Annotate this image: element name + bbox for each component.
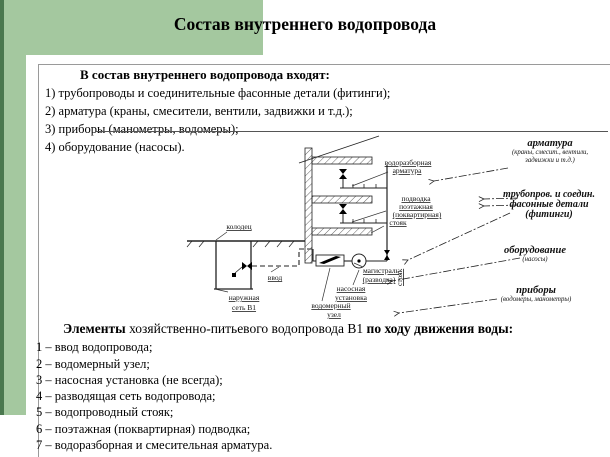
category-equipment: оборудование (насосы) [483, 245, 587, 264]
category-devices-title: приборы [516, 285, 556, 296]
category-pipes-line1: трубопров. и соедин. [503, 189, 595, 200]
category-equipment-sub: (насосы) [522, 256, 548, 263]
well [214, 241, 253, 290]
main-label-2: (разводка) [363, 275, 396, 284]
inlet-pipe [252, 248, 313, 267]
elements-block: Элементы хозяйственно-питьевого водопров… [36, 321, 596, 453]
elements-item-6: 6 – поэтажная (поквартирная) подводка; [36, 421, 251, 436]
ground-line [186, 240, 305, 248]
tap-label-1: водоразборная [385, 158, 432, 167]
category-valves-sub2: задвижки и т.д.) [525, 156, 575, 164]
building [298, 135, 380, 264]
meter-label-1: водомерный [311, 301, 350, 310]
tap-label-2: арматура [393, 166, 422, 175]
category-equipment-title: оборудование [503, 245, 566, 256]
floor-branch-2 [339, 204, 387, 224]
category-valves: арматура (краны, смесит., вентили, задви… [498, 138, 602, 164]
intro-item-1: 1) трубопроводы и соединительные фасонны… [45, 86, 391, 100]
elements-item-2: 2 – водомерный узел; [36, 356, 150, 371]
elements-item-5: 5 – водопроводный стояк; [36, 405, 174, 420]
floor-branch-1 [339, 169, 387, 189]
branch-label-1: подводка [401, 194, 431, 203]
meter-label-2: узел [327, 310, 341, 319]
elements-item-3: 3 – насосная установка (не всегда); [36, 372, 223, 387]
external-net-label-2: сеть В1 [232, 303, 256, 312]
water-supply-diagram: колодец ввод наружная сеть В1 водоразбор… [186, 135, 521, 319]
pump-label-1: насосная [337, 284, 366, 293]
elements-item-4: 4 – разводящая сеть водопровода; [36, 389, 216, 404]
green-side-band [0, 0, 26, 415]
pump-label-2: установка [335, 293, 368, 302]
divider-line [95, 131, 608, 132]
slide-title: Состав внутреннего водопровода [173, 14, 437, 34]
intro-item-4: 4) оборудование (насосы). [45, 140, 185, 154]
elements-item-1: 1 – ввод водопровода; [36, 340, 153, 355]
category-pipes-line2: фасонные детали [509, 199, 589, 210]
category-valves-sub1: (краны, смесит., вентили, [511, 149, 589, 156]
intro-item-3: 3) приборы (манометры, водомеры); [45, 122, 239, 136]
green-top-band [0, 0, 263, 55]
riser-vertical-label: стояк [395, 268, 404, 286]
label-leaders [214, 171, 389, 302]
riser-valve [384, 250, 390, 260]
green-edge-strip [0, 0, 4, 415]
category-devices-sub: (водомеры, манометры) [500, 296, 572, 303]
category-devices: приборы (водомеры, манометры) [484, 285, 588, 304]
category-valves-title: арматура [527, 138, 573, 149]
main-label-1: магистраль [363, 266, 400, 275]
category-pipes-line3: (фитинги) [525, 209, 573, 220]
external-net-label-1: наружная [229, 293, 260, 302]
well-label: колодец [226, 222, 251, 231]
riser-label: стояк [389, 218, 407, 227]
category-pipes: трубопров. и соедин. фасонные детали (фи… [493, 190, 605, 220]
elements-heading-bold-2: по ходу движения воды: [366, 321, 514, 336]
elements-heading-bold-1: Элементы [63, 321, 126, 336]
elements-heading: Элементы хозяйственно-питьевого водопров… [36, 321, 596, 337]
branch-label-3: (поквартирная) [393, 210, 442, 219]
water-meter-unit [315, 254, 345, 267]
inlet-label: ввод [268, 273, 283, 282]
pump-unit [344, 253, 387, 269]
inlet-to-meter [312, 249, 316, 262]
elements-heading-mid: хозяйственно-питьевого водопровода В1 [125, 321, 367, 336]
category-arrows [392, 167, 521, 313]
elements-item-7: 7 – водоразборная и смесительная арматур… [36, 438, 273, 453]
intro-item-2: 2) арматура (краны, смесители, вентили, … [45, 104, 353, 118]
content-box [38, 64, 610, 457]
intro-heading: В состав внутреннего водопровода входят: [80, 67, 330, 82]
branch-label-2: поэтажная [399, 202, 433, 211]
intro-block: В состав внутреннего водопровода входят:… [45, 66, 515, 156]
